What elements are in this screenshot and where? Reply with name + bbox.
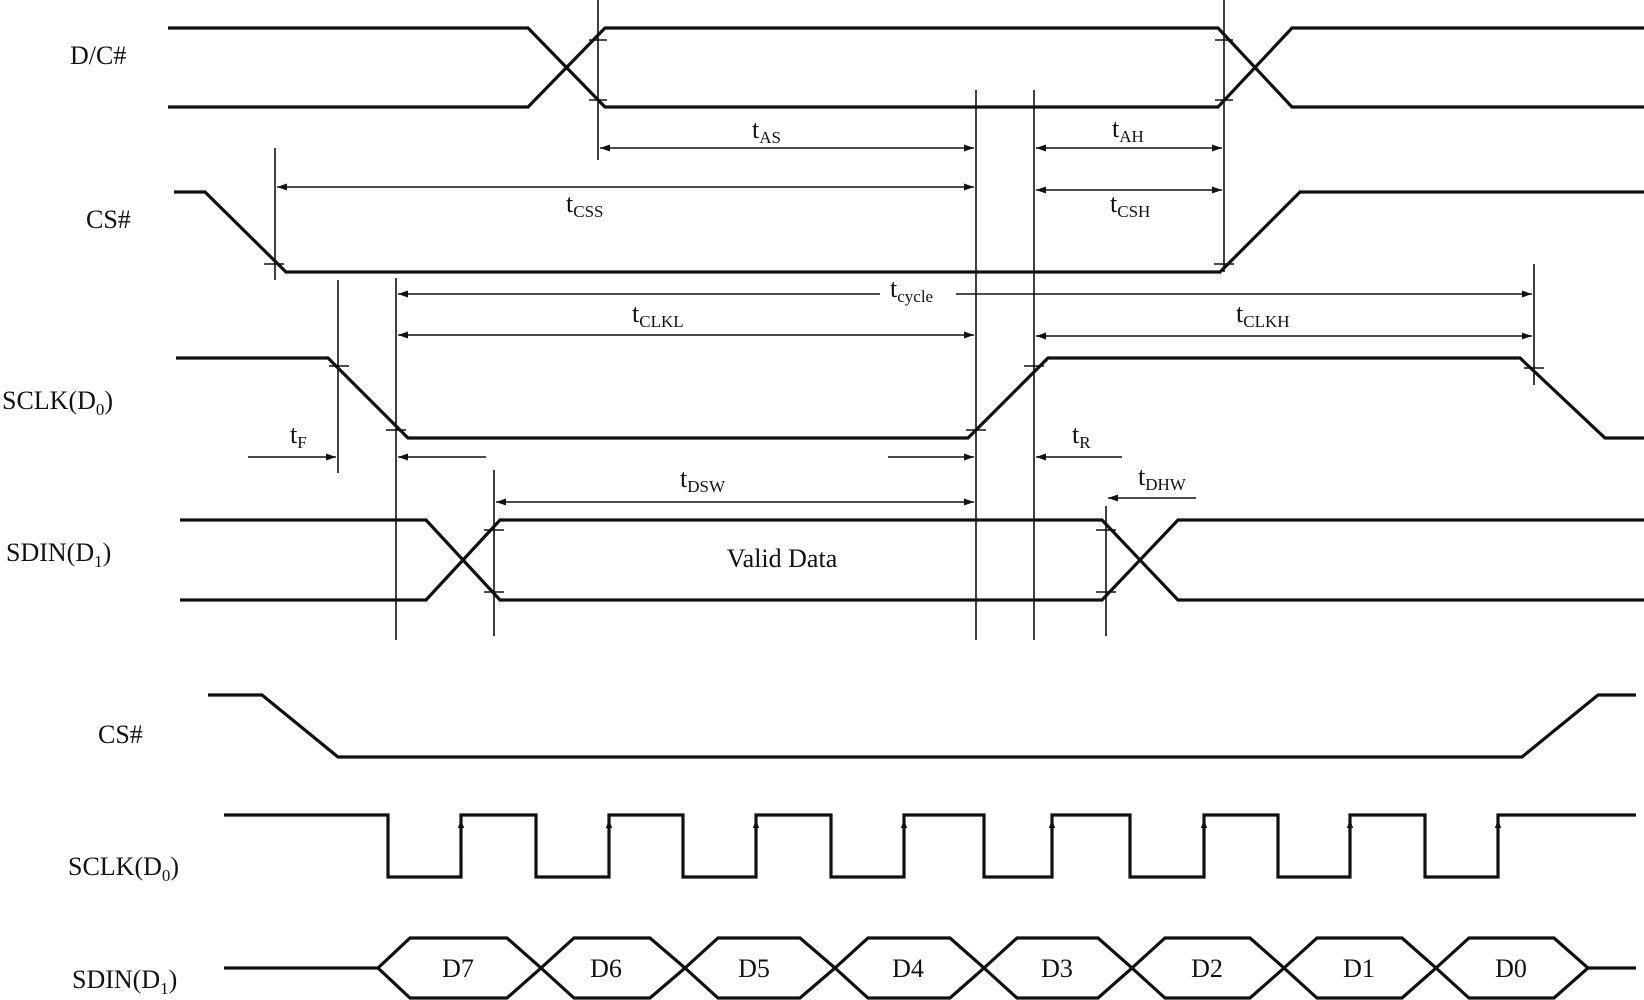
wave-sclk-bottom bbox=[224, 813, 1636, 879]
param-t-csh: tCSH bbox=[1110, 189, 1150, 221]
wave-sdin-bottom bbox=[224, 936, 1636, 971]
label-dc: D/C# bbox=[70, 41, 126, 70]
bit-labels: D7 D6 D5 D4 D3 D2 D1 D0 bbox=[442, 954, 1527, 983]
param-t-ah: tAH bbox=[1112, 114, 1144, 146]
label-sdin-bottom: SDIN(D1) bbox=[72, 965, 177, 998]
param-t-r: tR bbox=[1072, 420, 1091, 452]
guide-lines bbox=[274, 0, 1535, 640]
label-sclk-bottom: SCLK(D0) bbox=[68, 852, 179, 885]
param-t-dsw: tDSW bbox=[680, 464, 726, 496]
bit-label: D6 bbox=[590, 954, 622, 983]
wave-cs-bottom bbox=[208, 693, 1636, 759]
param-t-cycle: tcycle bbox=[890, 274, 933, 306]
param-t-clkh: tCLKH bbox=[1236, 299, 1290, 331]
bit-label: D2 bbox=[1191, 954, 1223, 983]
bit-label: D7 bbox=[442, 954, 474, 983]
label-sdin-top: SDIN(D1) bbox=[6, 538, 111, 571]
bit-label: D0 bbox=[1495, 954, 1527, 983]
param-t-css: tCSS bbox=[566, 189, 603, 221]
tick-marks bbox=[264, 39, 1544, 593]
wave-sdin-bottom-lower bbox=[376, 965, 1590, 1000]
sclk-rising-edge-arrows bbox=[457, 820, 1502, 852]
param-t-as: tAS bbox=[752, 115, 781, 147]
bit-label: D1 bbox=[1343, 954, 1375, 983]
wave-cs-top bbox=[174, 190, 1644, 274]
label-cs-bottom: CS# bbox=[98, 720, 143, 749]
param-t-dhw: tDHW bbox=[1138, 462, 1187, 494]
wave-sdin-top-a bbox=[180, 518, 1644, 602]
bit-label: D5 bbox=[738, 954, 770, 983]
wave-dc-bottom bbox=[168, 26, 1644, 109]
dimension-arrows bbox=[248, 144, 1532, 506]
param-t-f: tF bbox=[290, 420, 307, 452]
bit-label: D3 bbox=[1041, 954, 1073, 983]
wave-sclk-top bbox=[176, 356, 1644, 440]
param-t-clkl: tCLKL bbox=[632, 299, 684, 331]
label-cs-top: CS# bbox=[86, 205, 131, 234]
label-sclk-top: SCLK(D0) bbox=[2, 386, 113, 419]
wave-dc-top bbox=[168, 26, 1644, 109]
valid-data-label: Valid Data bbox=[727, 544, 838, 573]
bit-label: D4 bbox=[892, 954, 924, 983]
wave-sdin-top-b bbox=[180, 518, 1644, 602]
